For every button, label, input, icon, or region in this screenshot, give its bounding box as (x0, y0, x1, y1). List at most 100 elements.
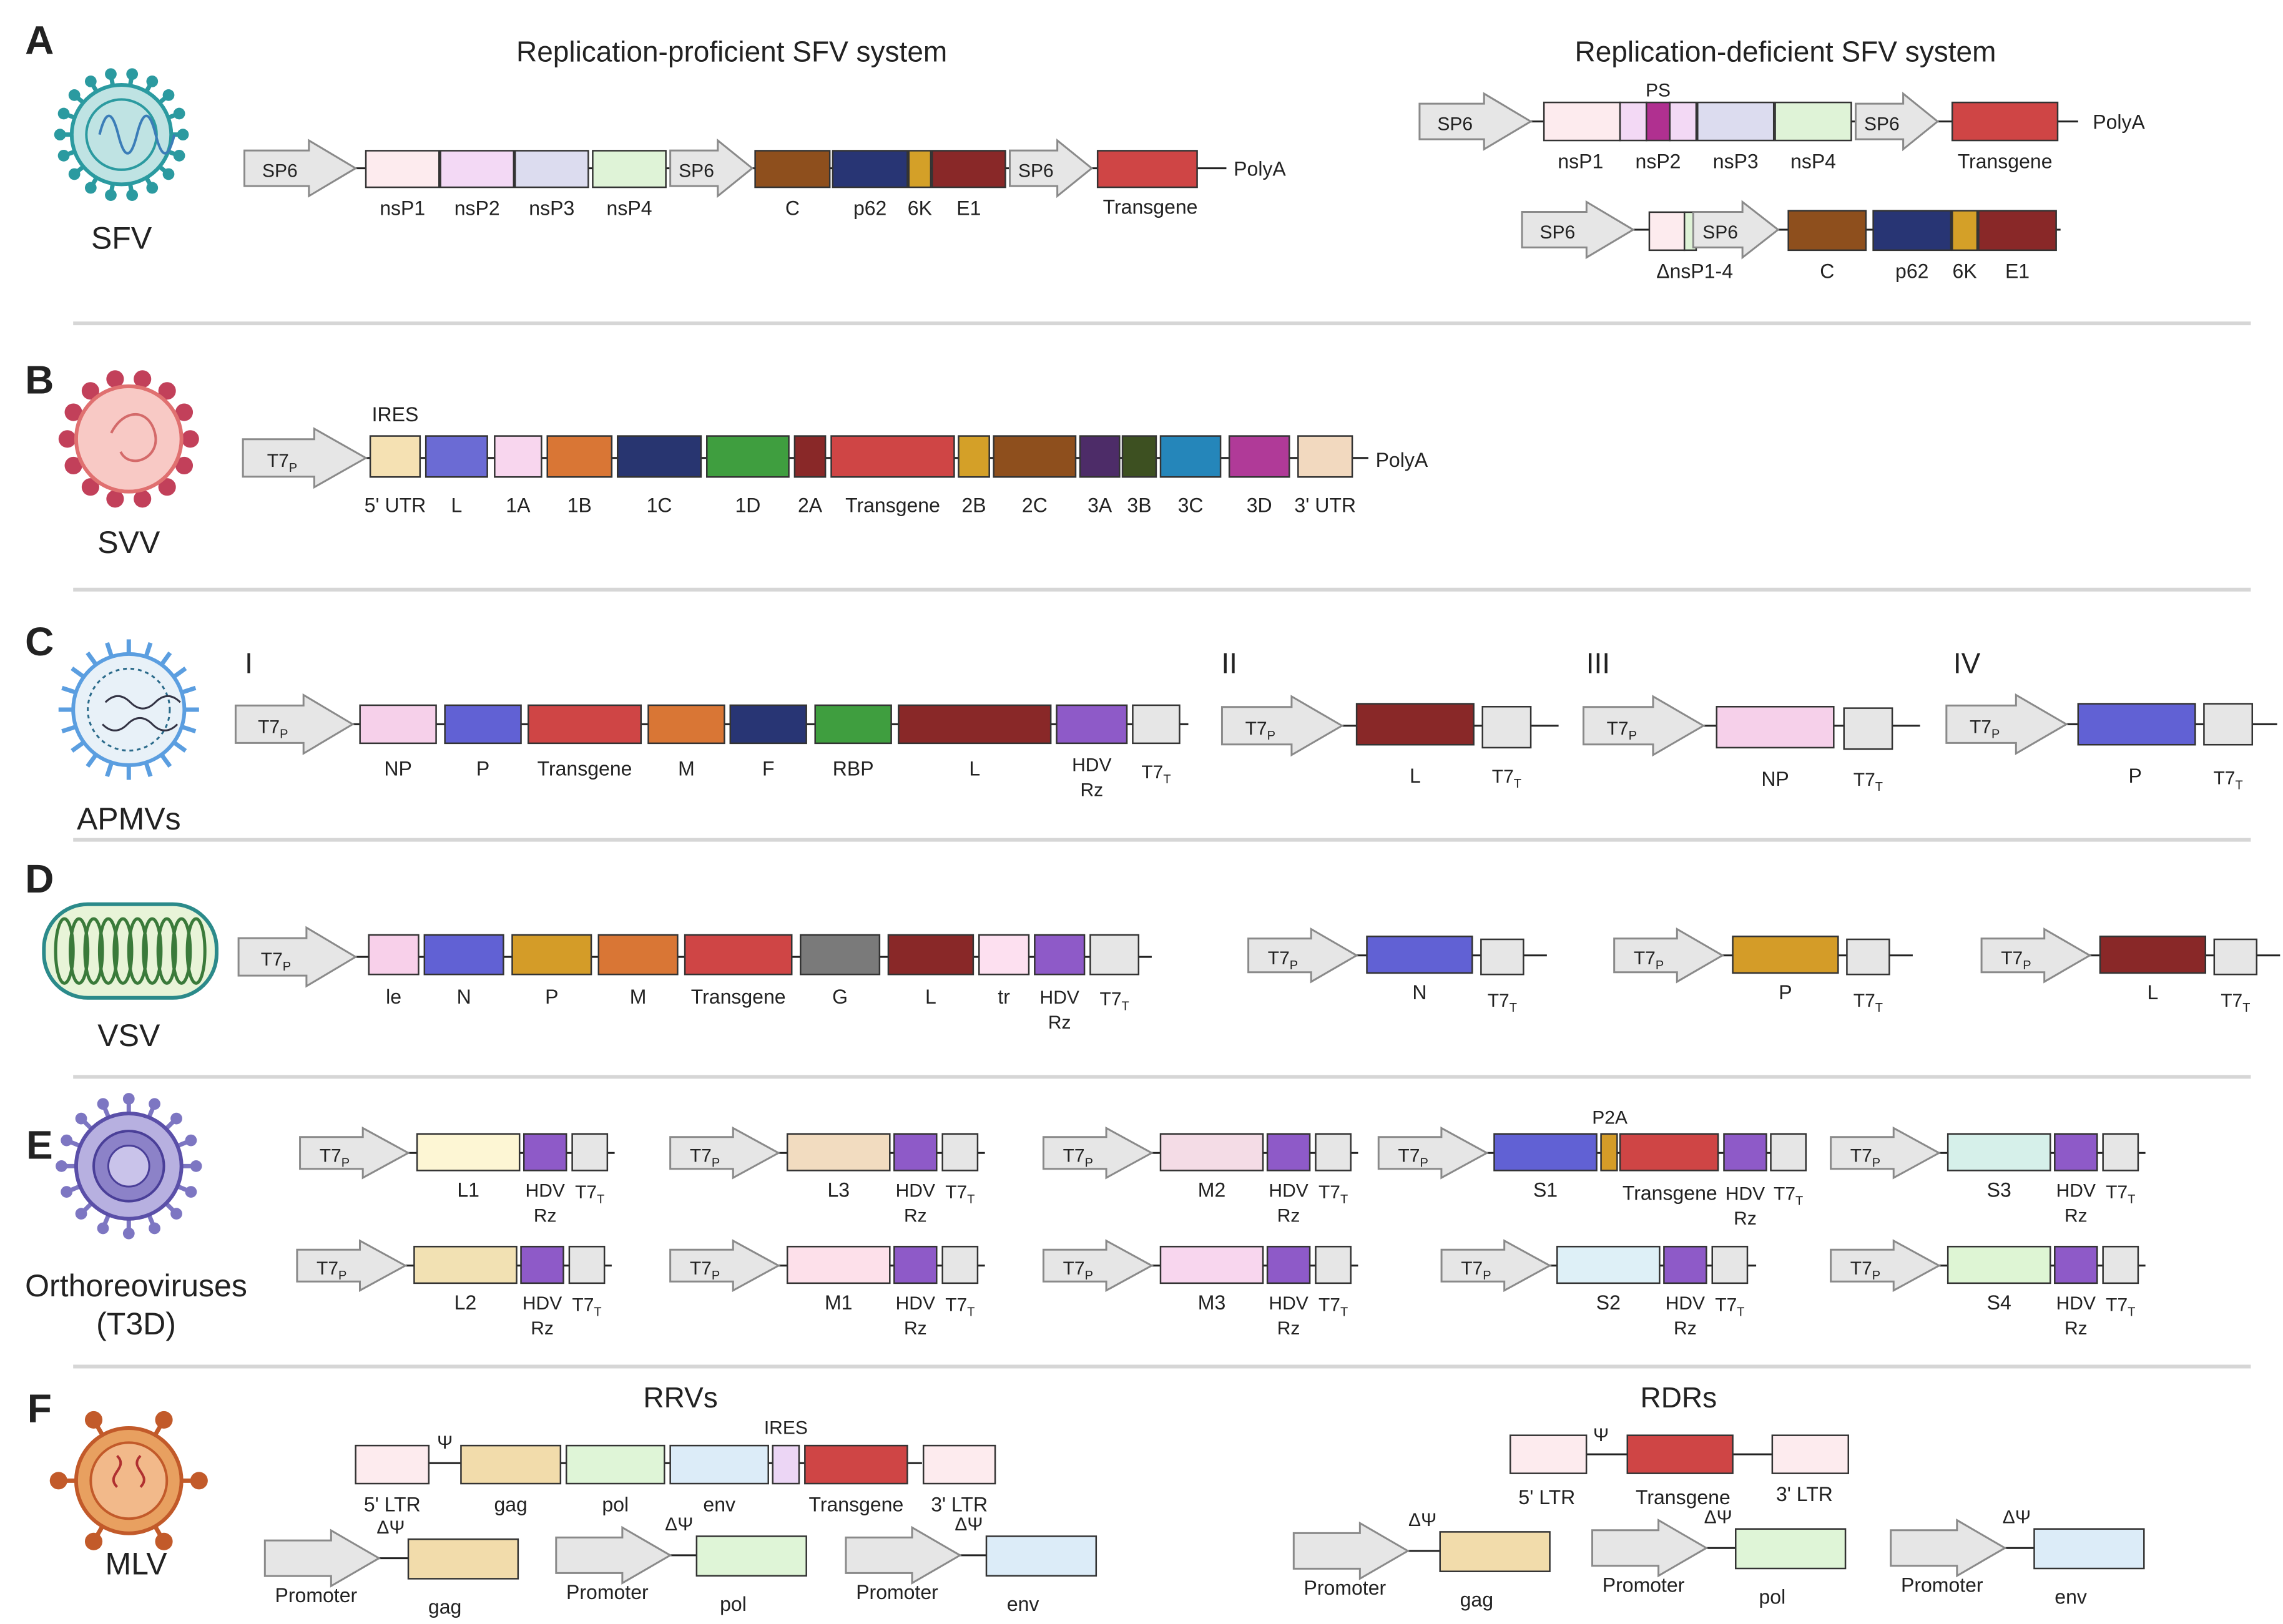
title-rrvs: RRVs (643, 1381, 717, 1414)
def-p62-box (1872, 210, 1952, 252)
reo-s4-box (1947, 1246, 2051, 1284)
vsv-n-box (423, 934, 504, 976)
reo-l3-hdv-box-label-hdv: HDV (896, 1181, 935, 1201)
rrv-pack-gag-gag-label: gag (428, 1596, 461, 1618)
reo-s4-hdv-box-label-hdv: HDV (2056, 1293, 2096, 1314)
iv-p-label: P (2129, 765, 2142, 787)
reo-s1-t7t-box (1770, 1133, 1807, 1172)
rrv-env-label: env (703, 1494, 735, 1516)
vsv-p-label: P (545, 986, 558, 1008)
dnsp-box (1648, 211, 1686, 252)
reo-m3-hdv-box-label-hdv: HDV (1269, 1293, 1308, 1314)
virus-name-apmvs: APMVs (77, 801, 181, 836)
t7-promoter-vsv-n (1247, 927, 1359, 984)
virus-name-t3d: (T3D) (96, 1306, 176, 1341)
iv-t7t-box-label: T7T (2213, 768, 2242, 793)
roman-1: I (245, 647, 253, 679)
def-transgene-label: Transgene (1958, 150, 2053, 173)
reo-p2a-box (1600, 1133, 1618, 1172)
rrv-3ltr-box (922, 1444, 996, 1485)
nsp4-label: nsP4 (607, 197, 652, 220)
virus-name-mlv: MLV (105, 1546, 167, 1581)
svv-l-label: L (451, 494, 463, 516)
svv-2a-label: 2A (798, 494, 823, 516)
def-e1-label: E1 (2005, 260, 2030, 282)
svv-1b-label: 1B (567, 494, 592, 516)
rrv-ires-label: IRES (764, 1417, 808, 1438)
iv-p-box (2077, 703, 2196, 746)
reo-l1-hdv-box-label-hdv: HDV (526, 1181, 565, 1201)
vsv2-p-t7t-box-label: T7T (1853, 991, 1883, 1015)
reo-s2-box (1556, 1246, 1661, 1284)
title-rdrs: RDRs (1640, 1381, 1717, 1414)
reo-s3-label: S3 (1987, 1179, 2011, 1201)
svv-polya-label: PolyA (1376, 449, 1428, 471)
svv-3b-box (1121, 435, 1157, 478)
def-6k-box (1951, 210, 1978, 252)
svv-3b-label: 3B (1127, 494, 1151, 516)
svv-2b-box (958, 435, 990, 478)
rrv-gag-box (460, 1444, 562, 1485)
vsv2-n-label: N (1412, 981, 1426, 1004)
def-nsp2-label: nsP2 (1636, 150, 1681, 173)
rrv-pack-pol-promoter (555, 1525, 672, 1585)
vsv-g-box (800, 934, 881, 976)
def-c-box (1787, 210, 1867, 252)
reo-l3-box (786, 1133, 891, 1172)
title-replication-proficient-sfv: Replication-proficient SFV system (516, 35, 947, 67)
reo-s1-t7t-box-label: T7T (1774, 1183, 1803, 1208)
iii-t7t-box-label: T7T (1853, 770, 1883, 794)
reo-s4-t7t-box-label: T7T (2106, 1294, 2135, 1319)
def-nsp2-right-box (1669, 101, 1697, 142)
nsp3-box (514, 150, 589, 188)
def-nsp1-box (1543, 101, 1621, 142)
def-nsp1-label: nsP1 (1558, 150, 1603, 173)
reo-s3-hdv-box (2054, 1133, 2098, 1172)
svv-3c-box (1159, 435, 1222, 478)
ires-label: IRES (372, 403, 419, 426)
def-nsp3-label: nsP3 (1713, 150, 1759, 173)
def-ps-box (1646, 101, 1671, 142)
reo-m3-t7t-box-label: T7T (1318, 1294, 1348, 1319)
vsv-m-box (597, 934, 679, 976)
ii-t7t-box (1481, 706, 1532, 749)
svv-3a-label: 3A (1087, 494, 1112, 516)
reo-l1-t7t-box (571, 1133, 609, 1172)
rdr-pack-env-promoter (1890, 1519, 2007, 1578)
vsv2-l-label: L (2147, 981, 2158, 1004)
rdr-5ltr-label: 5' LTR (1518, 1486, 1575, 1509)
reo-s4-hdv-box (2054, 1246, 2098, 1284)
vsv2-l-box (2099, 936, 2207, 974)
apmv-transgene-box (528, 704, 642, 745)
rrv-pol-label: pol (602, 1494, 629, 1516)
t7-promoter-l2 (296, 1239, 408, 1293)
svv-2b-label: 2B (962, 494, 986, 516)
svv-1a-label: 1A (506, 494, 531, 516)
svv-2a-box (793, 435, 827, 478)
reo-s2-hdv-box-label-rz: Rz (1674, 1318, 1697, 1339)
reo-s1-hdv-box-label-hdv: HDV (1726, 1183, 1765, 1204)
reo-m3-t7t-box (1315, 1246, 1352, 1284)
reo-l3-hdv-box (893, 1133, 938, 1172)
sfv-c-box (754, 150, 831, 188)
t7-promoter-m2 (1042, 1126, 1154, 1180)
panel-letter-a: A (25, 18, 54, 63)
rrv-3ltr-label: 3' LTR (931, 1494, 988, 1516)
reo-l1-box (416, 1133, 521, 1172)
sfv-6k-label: 6K (908, 197, 932, 220)
reo-m2-box (1159, 1133, 1264, 1172)
apmv-l-box (898, 704, 1052, 745)
reo-l2-t7t-box-label: T7T (572, 1294, 601, 1319)
rdr-psi-label: Ψ (1593, 1425, 1609, 1445)
def-nsp4-label: nsP4 (1790, 150, 1836, 173)
reo-l3-t7t-box (941, 1133, 979, 1172)
rdr-pack-pol-pol-box (1735, 1528, 1847, 1570)
svv-2c-box (993, 435, 1077, 478)
nsp2-box (439, 150, 515, 188)
t7-promoter-vsv (237, 926, 358, 988)
reo-m1-hdv-box-label-hdv: HDV (896, 1293, 935, 1314)
ii-t7t-box-label: T7T (1492, 766, 1521, 791)
apmv-hdv-box-label-hdv: HDV (1072, 755, 1111, 775)
svv-1c-label: 1C (647, 494, 672, 516)
